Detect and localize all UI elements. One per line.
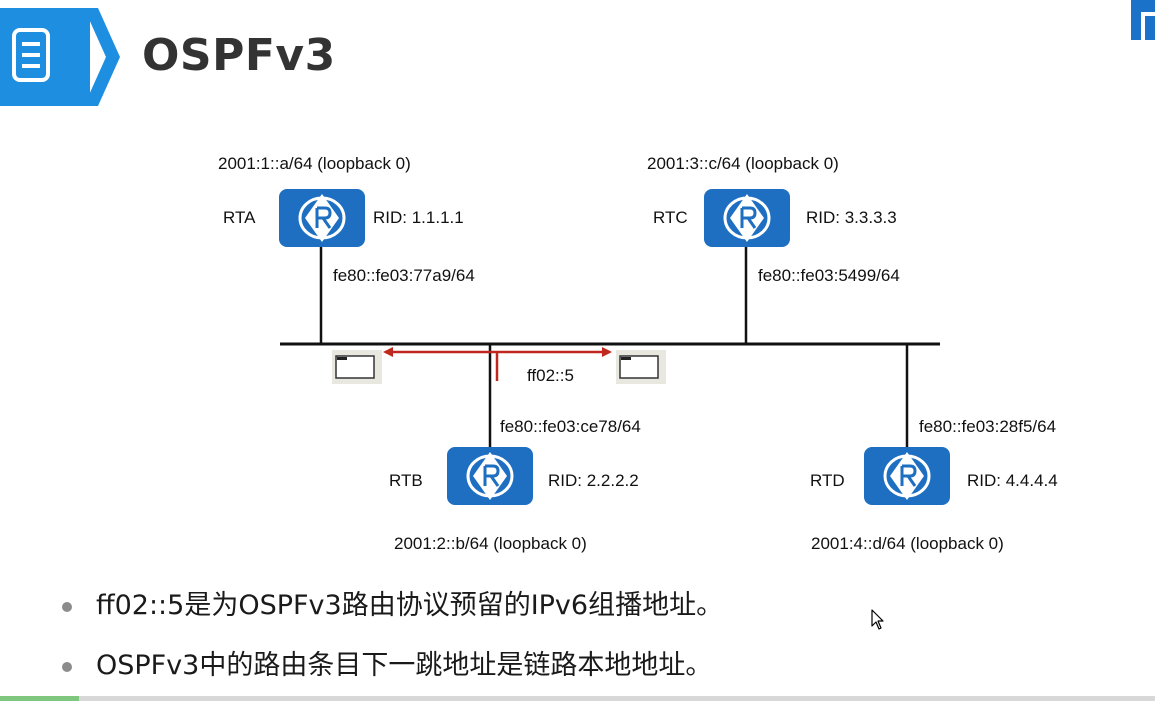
bullet-text: OSPFv3中的路由条目下一跳地址是链路本地地址。 <box>96 650 713 681</box>
rtb-loopback: 2001:2::b/64 (loopback 0) <box>394 534 587 553</box>
rtb-name: RTB <box>389 471 423 490</box>
mouse-cursor-icon <box>871 609 884 630</box>
rtc-name: RTC <box>653 208 688 227</box>
rta-link-local: fe80::fe03:77a9/64 <box>333 266 475 285</box>
router-icon <box>277 187 367 249</box>
bullet-item: ff02::5是为OSPFv3路由协议预留的IPv6组播地址。 <box>58 580 723 640</box>
bullet-item: OSPFv3中的路由条目下一跳地址是链路本地地址。 <box>58 640 723 700</box>
playback-progress-fill <box>0 696 79 701</box>
hello-packet-right <box>615 349 667 385</box>
multicast-address-label: ff02::5 <box>527 366 574 385</box>
document-icon <box>12 28 50 82</box>
brand-logo-icon <box>1131 0 1155 40</box>
router-icon <box>862 445 952 507</box>
rtc-rid: RID: 3.3.3.3 <box>806 208 897 227</box>
rtd-link-local: fe80::fe03:28f5/64 <box>919 417 1056 436</box>
rtd-name: RTD <box>810 471 845 490</box>
router-icon <box>702 187 792 249</box>
bullet-list: ff02::5是为OSPFv3路由协议预留的IPv6组播地址。 OSPFv3中的… <box>58 580 723 700</box>
header-badge <box>0 8 120 106</box>
page-title: OSPFv3 <box>142 30 336 81</box>
hello-packet-left <box>331 349 383 385</box>
rtc-loopback: 2001:3::c/64 (loopback 0) <box>647 154 839 173</box>
rta-loopback: 2001:1::a/64 (loopback 0) <box>218 154 411 173</box>
bullet-text: ff02::5是为OSPFv3路由协议预留的IPv6组播地址。 <box>96 590 724 621</box>
playback-progress-bar[interactable] <box>0 696 1155 701</box>
router-icon <box>445 445 535 507</box>
bullet-dot-icon <box>62 602 72 612</box>
rtd-loopback: 2001:4::d/64 (loopback 0) <box>811 534 1004 553</box>
rtd-rid: RID: 4.4.4.4 <box>967 471 1058 490</box>
rtb-link-local: fe80::fe03:ce78/64 <box>500 417 641 436</box>
rtb-rid: RID: 2.2.2.2 <box>548 471 639 490</box>
bullet-dot-icon <box>62 662 72 672</box>
rtc-link-local: fe80::fe03:5499/64 <box>758 266 900 285</box>
rta-rid: RID: 1.1.1.1 <box>373 208 464 227</box>
rta-name: RTA <box>223 208 256 227</box>
